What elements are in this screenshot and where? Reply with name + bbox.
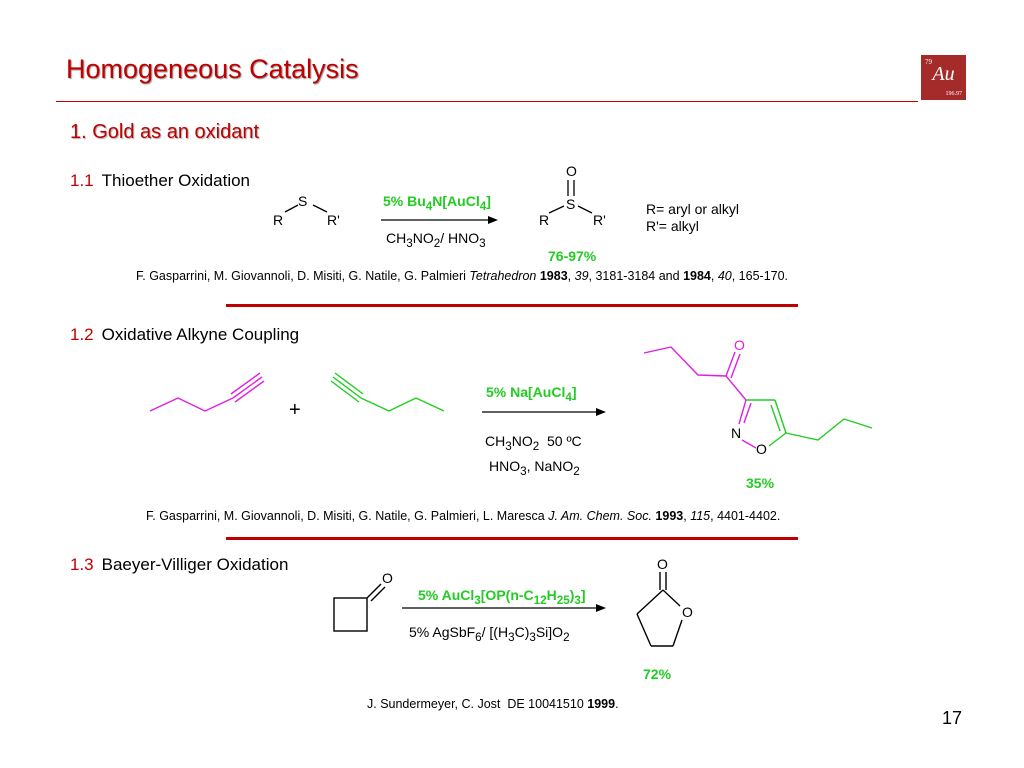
section-2-heading: 1.2 Oxidative Alkyne Coupling bbox=[70, 325, 299, 345]
yield-2: 35% bbox=[746, 475, 775, 491]
title-rule bbox=[56, 101, 918, 102]
product-r: R bbox=[539, 212, 550, 228]
page-title: Homogeneous Catalysis bbox=[66, 54, 359, 84]
reference-3: J. Sundermeyer, C. Jost DE 10041510 1999… bbox=[367, 697, 619, 711]
section-1-title: Thioether Oxidation bbox=[101, 171, 251, 190]
cyclobutanone-reactant bbox=[333, 583, 386, 632]
r-group-note-1: R= aryl or alkyl bbox=[646, 201, 739, 217]
conditions-line-2: HNO3, NaNO2 bbox=[489, 458, 580, 478]
isoxazole-oxygen: O bbox=[756, 441, 767, 457]
section-separator-1 bbox=[226, 304, 798, 307]
page-number: 17 bbox=[941, 708, 962, 728]
slide-subtitle: 1. Gold as an oxidant bbox=[70, 121, 260, 143]
section-1-heading: 1.1 Thioether Oxidation bbox=[70, 171, 250, 191]
butyrolactone-product bbox=[636, 572, 683, 647]
reactant-r: R bbox=[273, 212, 284, 228]
r-group-note-2: R'= alkyl bbox=[646, 218, 699, 234]
cyclobutanone-oxygen: O bbox=[382, 570, 393, 586]
reference-2: F. Gasparrini, M. Giovannoli, D. Misiti,… bbox=[146, 509, 781, 523]
atomic-number: 79 bbox=[925, 58, 932, 66]
yield-3: 72% bbox=[643, 666, 672, 682]
plus-sign: + bbox=[289, 399, 301, 421]
product-sulfur: S bbox=[566, 196, 576, 212]
section-3-number: 1.3 bbox=[70, 555, 94, 574]
solvent-ch3no2-hno3: CH3NO2/ HNO3 bbox=[386, 230, 486, 250]
section-2-number: 1.2 bbox=[70, 325, 94, 344]
reaction-arrow-2 bbox=[482, 408, 606, 416]
element-symbol: Au bbox=[932, 63, 955, 85]
lactone-carbonyl-oxygen: O bbox=[657, 556, 668, 572]
isoxazole-product bbox=[643, 346, 873, 449]
pentyne-reactant-1 bbox=[149, 372, 265, 412]
cocatalyst-agsbf6: 5% AgSbF6/ [(H3C)3Si]O2 bbox=[409, 624, 570, 644]
conditions-line-1: CH3NO2 50 ºC bbox=[485, 433, 582, 453]
yield-1: 76-97% bbox=[548, 248, 597, 264]
product-oxygen: O bbox=[566, 163, 577, 179]
catalyst-na-aucl4: 5% Na[AuCl4] bbox=[486, 384, 577, 404]
reference-1: F. Gasparrini, M. Giovannoli, D. Misiti,… bbox=[136, 269, 789, 283]
section-3-heading: 1.3 Baeyer-Villiger Oxidation bbox=[70, 555, 288, 575]
product-r-prime: R' bbox=[593, 212, 606, 228]
section-1-number: 1.1 bbox=[70, 171, 94, 190]
section-separator-2 bbox=[226, 537, 798, 540]
reaction-arrow-1 bbox=[381, 216, 498, 224]
catalyst-bu4n-aucl4: 5% Bu4N[AuCl4] bbox=[383, 193, 491, 213]
sulfoxide-product-bonds bbox=[548, 180, 593, 214]
reaction-arrow-3 bbox=[402, 604, 606, 612]
section-2-title: Oxidative Alkyne Coupling bbox=[101, 325, 300, 344]
atomic-mass: 196.97 bbox=[945, 91, 963, 97]
section-3-title: Baeyer-Villiger Oxidation bbox=[101, 555, 289, 574]
reactant-r-prime: R' bbox=[327, 212, 340, 228]
lactone-ring-oxygen: O bbox=[682, 604, 693, 620]
pentyne-reactant-2 bbox=[330, 372, 445, 412]
thioether-reactant-bonds bbox=[284, 204, 328, 213]
catalyst-aucl3-phosphine-oxide: 5% AuCl3[OP(n-C12H25)3] bbox=[418, 587, 586, 607]
ketone-oxygen: O bbox=[734, 337, 745, 353]
gold-element-logo: 79 Au 196.97 bbox=[921, 55, 966, 100]
reactant-sulfur: S bbox=[298, 193, 308, 209]
isoxazole-nitrogen: N bbox=[731, 425, 742, 441]
